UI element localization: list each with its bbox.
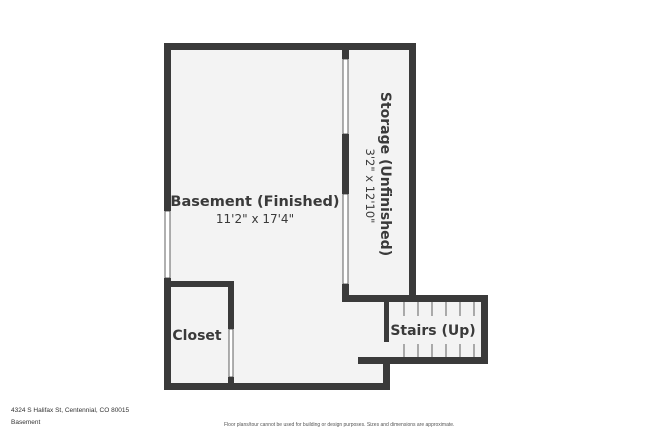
wall-bottom	[164, 383, 390, 390]
disclaimer-text: Floor plans/tour cannot be used for buil…	[224, 422, 455, 428]
closet-door-opening	[228, 328, 234, 378]
stair-label-backdrop	[391, 316, 479, 344]
wall-storage-bottom	[342, 284, 349, 302]
walls	[164, 43, 488, 390]
wall-stairs-left	[384, 298, 389, 342]
wall-closet-top	[164, 281, 234, 287]
wall-bottom-step	[383, 357, 390, 390]
wall-right-upper	[409, 43, 416, 302]
window-left	[164, 210, 171, 279]
closet-room-name: Closet	[172, 328, 222, 344]
wall-closet-right-bottom	[228, 377, 234, 387]
property-address: 4324 S Halifax St, Centennial, CO 80015	[11, 407, 130, 414]
storage-room-dims: 3'2" x 12'10"	[363, 149, 377, 224]
wall-left-lower	[164, 278, 171, 390]
wall-storage-top	[342, 45, 349, 59]
stairs-room-name: Stairs (Up)	[390, 323, 475, 339]
wall-top	[164, 43, 416, 50]
wall-stairs-bottom	[358, 357, 488, 364]
storage-room-name: Storage (Unfinished)	[377, 92, 393, 256]
openings	[164, 58, 349, 378]
opening-storage-upper	[342, 58, 349, 135]
wall-closet-right-top	[228, 281, 234, 329]
wall-stairs-top	[344, 295, 488, 302]
basement-room-dims: 11'2" x 17'4"	[216, 212, 294, 226]
wall-left-upper	[164, 43, 171, 211]
wall-stairs-right	[481, 295, 488, 364]
wall-storage-mid	[342, 134, 349, 194]
opening-storage-lower	[342, 193, 349, 285]
floor-level-label: Basement	[11, 419, 41, 426]
basement-room-name: Basement (Finished)	[170, 194, 339, 210]
